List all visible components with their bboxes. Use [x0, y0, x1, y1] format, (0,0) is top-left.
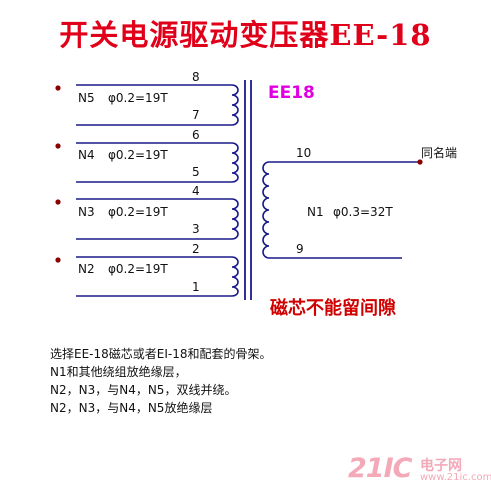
winding-name: N2: [78, 262, 95, 276]
winding-coil: [231, 198, 239, 240]
winding-n3: 4 3 N3 φ0.2=19T: [55, 184, 239, 240]
winding-name: N1: [307, 205, 324, 219]
winding-n5: 8 7 N5 φ0.2=19T: [55, 70, 239, 126]
polarity-dot: [55, 257, 61, 263]
core-label: EE18: [268, 83, 315, 103]
winding-coil: [231, 84, 239, 126]
winding-name: N5: [78, 91, 95, 105]
watermark-cn: 电子网: [420, 458, 462, 474]
diagram-title: 开关电源驱动变压器EE-18: [59, 18, 432, 52]
winding-n2: 2 1 N2 φ0.2=19T: [55, 242, 239, 297]
winding-coil: [231, 256, 239, 297]
note-line: 选择EE-18磁芯或者EI-18和配套的骨架。: [50, 347, 272, 361]
pin-bottom: 9: [296, 242, 304, 256]
polarity-dot: [55, 143, 61, 149]
winding-n4: 6 5 N4 φ0.2=19T: [55, 128, 239, 183]
pin-top: 10: [296, 146, 311, 160]
winding-coil: [231, 142, 239, 183]
note-line: N2，N3，与N4，N5，双线并绕。: [50, 383, 237, 397]
winding-notes: 选择EE-18磁芯或者EI-18和配套的骨架。 N1和其他绕组放绝缘层， N2，…: [50, 345, 470, 417]
watermark-logo: 21IC 电子网 www.21ic.com: [348, 453, 491, 489]
core-gap-note: 磁芯不能留间隙: [270, 297, 396, 319]
pin-bottom: 3: [192, 222, 200, 236]
watermark-url: www.21ic.com: [420, 472, 491, 483]
winding-spec: φ0.3=32T: [333, 205, 393, 219]
winding-n1: 10 9 N1 φ0.3=32T 同名端: [262, 145, 457, 259]
note-line: N2，N3，与N4，N5放绝缘层: [50, 401, 213, 415]
pin-top: 8: [192, 70, 200, 84]
pin-top: 4: [192, 184, 200, 198]
polarity-dot: [417, 159, 423, 165]
pin-top: 6: [192, 128, 200, 142]
winding-spec: φ0.2=19T: [108, 205, 168, 219]
pin-bottom: 1: [192, 280, 200, 294]
note-line: N1和其他绕组放绝缘层，: [50, 365, 187, 379]
winding-name: N3: [78, 205, 95, 219]
winding-spec: φ0.2=19T: [108, 262, 168, 276]
polarity-dot: [55, 85, 61, 91]
pin-top: 2: [192, 242, 200, 256]
winding-coil: [262, 161, 270, 259]
winding-spec: φ0.2=19T: [108, 148, 168, 162]
winding-spec: φ0.2=19T: [108, 91, 168, 105]
polarity-dot-label: 同名端: [421, 145, 457, 160]
watermark-brand: 21IC: [348, 453, 412, 484]
pin-bottom: 7: [192, 108, 200, 122]
transformer-schematic: 8 7 N5 φ0.2=19T 6 5 N4 φ0.2=19T 4 3 N3 φ…: [55, 70, 457, 319]
polarity-dot: [55, 199, 61, 205]
winding-name: N4: [78, 148, 95, 162]
pin-bottom: 5: [192, 165, 200, 179]
